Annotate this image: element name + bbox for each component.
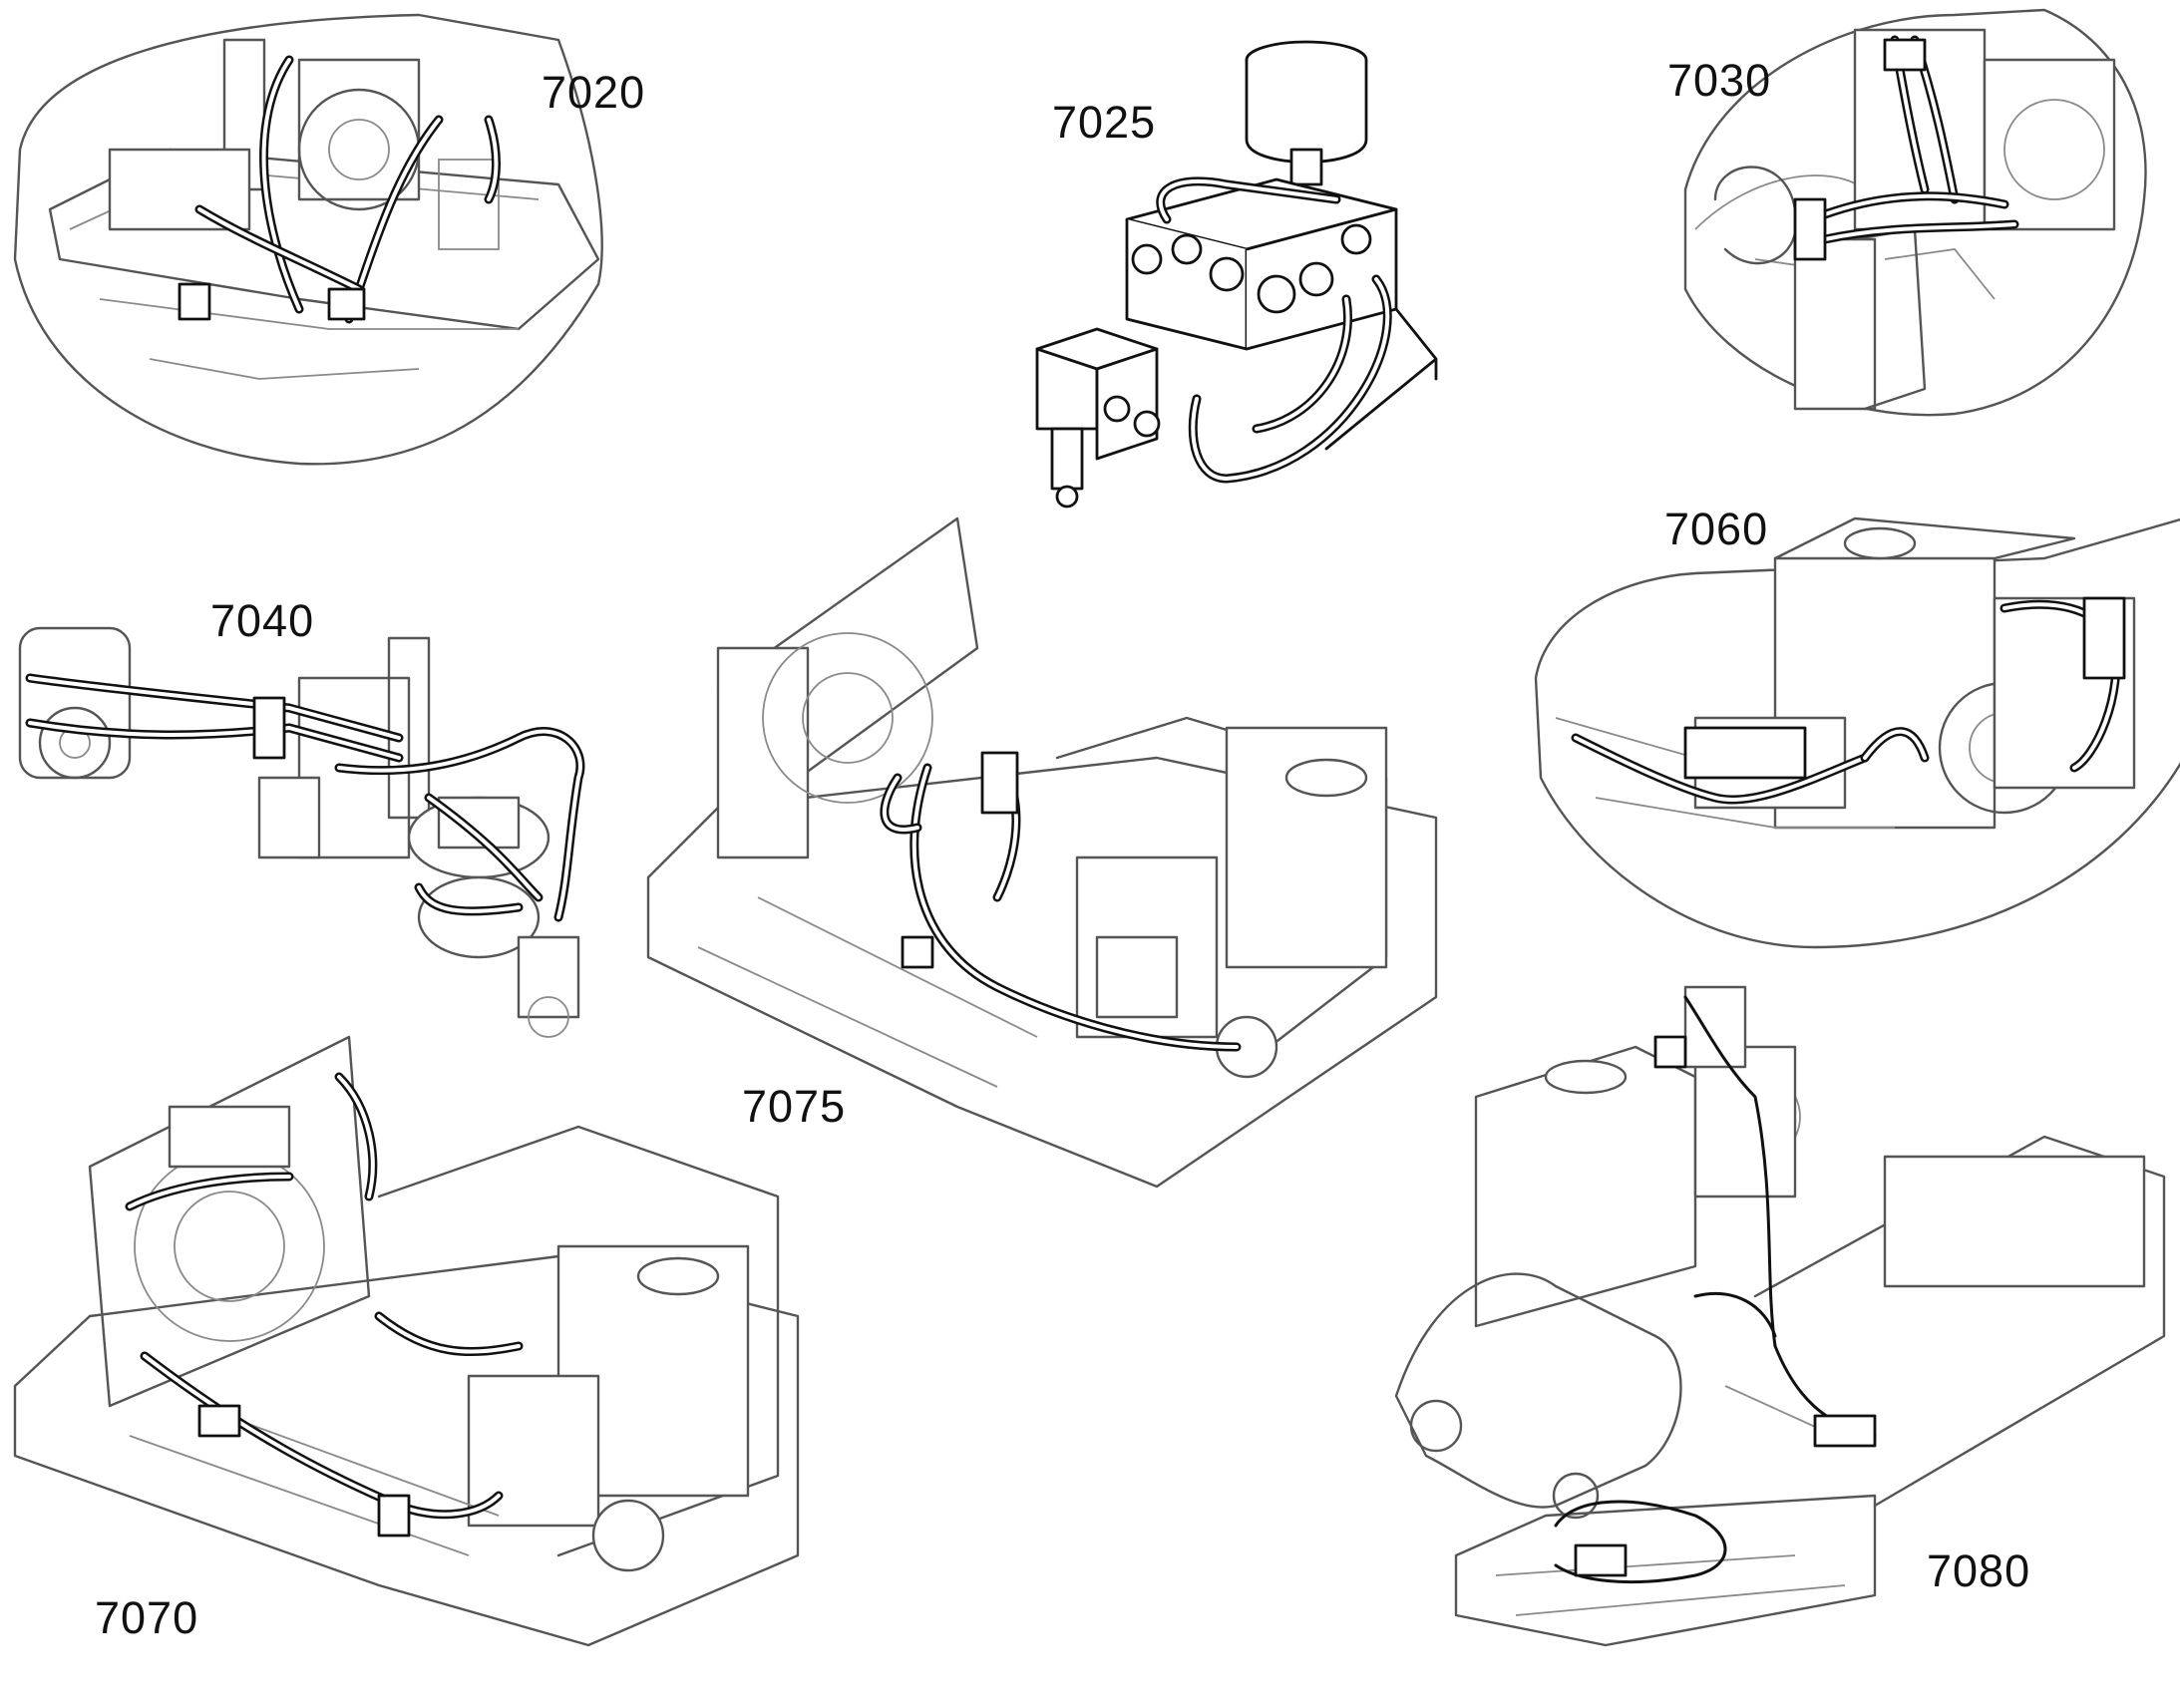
view-7075-cooler-lines [646, 516, 1438, 1189]
callout-7080: 7080 [1927, 1545, 2031, 1596]
view-7030-hydraulic-lines [1683, 8, 2147, 417]
view-7060-hydraulic-lines [1534, 516, 2180, 949]
view-7020-hydraulic-lines [13, 13, 603, 466]
callout-7040: 7040 [210, 595, 315, 646]
callout-7060: 7060 [1664, 504, 1769, 554]
callout-7020: 7020 [542, 67, 646, 118]
callout-7030: 7030 [1667, 55, 1772, 106]
view-7080-wiring-lines [1394, 985, 2166, 1647]
view-7040-swing-hoses [18, 626, 585, 1038]
callout-7070: 7070 [95, 1592, 199, 1643]
callout-7025: 7025 [1052, 97, 1157, 148]
callout-7075: 7075 [742, 1081, 847, 1132]
view-7070-hydraulic-lines [13, 1035, 800, 1647]
view-7025-valve-block [1035, 40, 1438, 509]
